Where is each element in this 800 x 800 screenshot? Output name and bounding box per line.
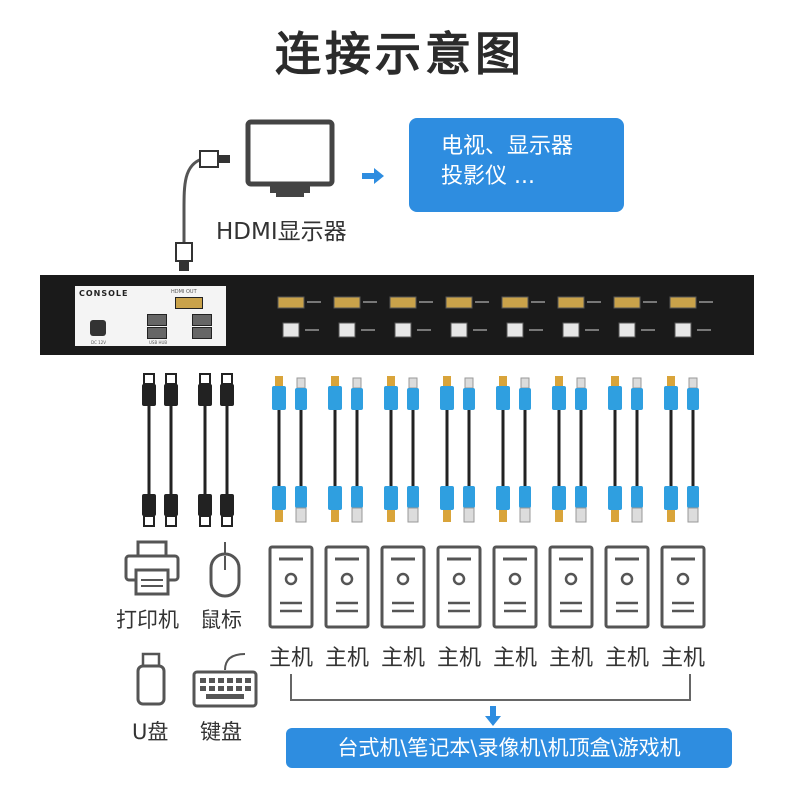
usb-b-port	[338, 322, 356, 338]
usb-drive-icon	[136, 652, 166, 706]
host-tower-icon	[268, 545, 314, 629]
usb-b-port	[674, 322, 692, 338]
peripheral-cable	[164, 373, 178, 527]
hdmi-out-port	[175, 297, 203, 309]
host-label: 主机	[436, 646, 481, 671]
usb-port	[147, 314, 167, 326]
keyboard-icon	[192, 653, 258, 708]
hdmi-in-port	[613, 296, 641, 309]
peripheral-cable	[142, 373, 156, 527]
host-cable-pair	[384, 376, 419, 523]
hosts-area	[268, 545, 706, 629]
host-tower-icon	[436, 545, 482, 629]
device-label-keyboard: 键盘	[200, 720, 242, 744]
display-targets-line2: 投影仪 ...	[441, 164, 535, 189]
device-label-usb-drive: U盘	[132, 720, 169, 744]
host-cable-pair	[328, 376, 363, 523]
kvm-port-pair	[333, 296, 377, 338]
host-cable-pair	[272, 376, 307, 523]
host-label: 主机	[380, 646, 425, 671]
host-label: 主机	[268, 646, 313, 671]
mouse-icon	[209, 541, 241, 598]
console-panel: CONSOLE HDMI OUT USB HUB DC 12V	[75, 286, 226, 346]
display-targets-box: 电视、显示器 投影仪 ...	[409, 118, 624, 212]
host-tower-icon	[660, 545, 706, 629]
dc-label: DC 12V	[91, 340, 106, 345]
host-cable-pair	[664, 376, 699, 523]
device-types-bar: 台式机\笔记本\录像机\机顶盒\游戏机	[286, 728, 732, 768]
arrow-right-icon	[362, 168, 384, 184]
usb-b-port	[562, 322, 580, 338]
hdmi-in-port	[445, 296, 473, 309]
hdmi-in-port	[389, 296, 417, 309]
kvm-port-pair	[501, 296, 545, 338]
display-targets-line1: 电视、显示器	[441, 134, 574, 159]
kvm-port-pair	[277, 296, 321, 338]
host-label: 主机	[604, 646, 649, 671]
host-label: 主机	[660, 646, 705, 671]
hdmi-in-port	[277, 296, 305, 309]
host-label: 主机	[492, 646, 537, 671]
usb-hub-label: USB HUB	[149, 340, 168, 345]
usb-b-port	[618, 322, 636, 338]
usb-b-port	[450, 322, 468, 338]
hdmi-in-port	[669, 296, 697, 309]
peripheral-cable	[220, 373, 234, 527]
usb-port	[192, 314, 212, 326]
hdmi-out-label: HDMI OUT	[171, 289, 197, 295]
kvm-ports	[277, 296, 713, 338]
hdmi-in-port	[501, 296, 529, 309]
kvm-port-pair	[389, 296, 433, 338]
kvm-port-pair	[669, 296, 713, 338]
kvm-port-pair	[445, 296, 489, 338]
cables-area	[142, 373, 699, 527]
host-label: 主机	[548, 646, 593, 671]
device-label-printer: 打印机	[116, 608, 179, 632]
host-cable-pair	[608, 376, 643, 523]
kvm-port-pair	[557, 296, 601, 338]
host-cable-pair	[440, 376, 475, 523]
host-tower-icon	[492, 545, 538, 629]
host-cable-pair	[552, 376, 587, 523]
host-cable-pair	[496, 376, 531, 523]
usb-port	[147, 327, 167, 339]
hdmi-in-port	[333, 296, 361, 309]
console-label: CONSOLE	[79, 289, 129, 298]
usb-b-port	[282, 322, 300, 338]
device-label-mouse: 鼠标	[200, 608, 242, 632]
kvm-switch: CONSOLE HDMI OUT USB HUB DC 12V	[40, 275, 754, 355]
peripheral-cable	[198, 373, 212, 527]
monitor-icon	[175, 119, 335, 271]
printer-icon	[124, 540, 180, 596]
monitor-label: HDMI显示器	[216, 219, 347, 245]
host-tower-icon	[548, 545, 594, 629]
usb-b-port	[506, 322, 524, 338]
host-tower-icon	[604, 545, 650, 629]
host-label: 主机	[324, 646, 369, 671]
usb-b-port	[394, 322, 412, 338]
arrow-down-icon	[485, 706, 501, 726]
kvm-port-pair	[613, 296, 657, 338]
host-tower-icon	[380, 545, 426, 629]
hdmi-in-port	[557, 296, 585, 309]
dc-jack	[90, 320, 106, 336]
usb-port	[192, 327, 212, 339]
host-bracket	[290, 674, 691, 701]
page-title: 连接示意图	[275, 27, 525, 81]
host-tower-icon	[324, 545, 370, 629]
